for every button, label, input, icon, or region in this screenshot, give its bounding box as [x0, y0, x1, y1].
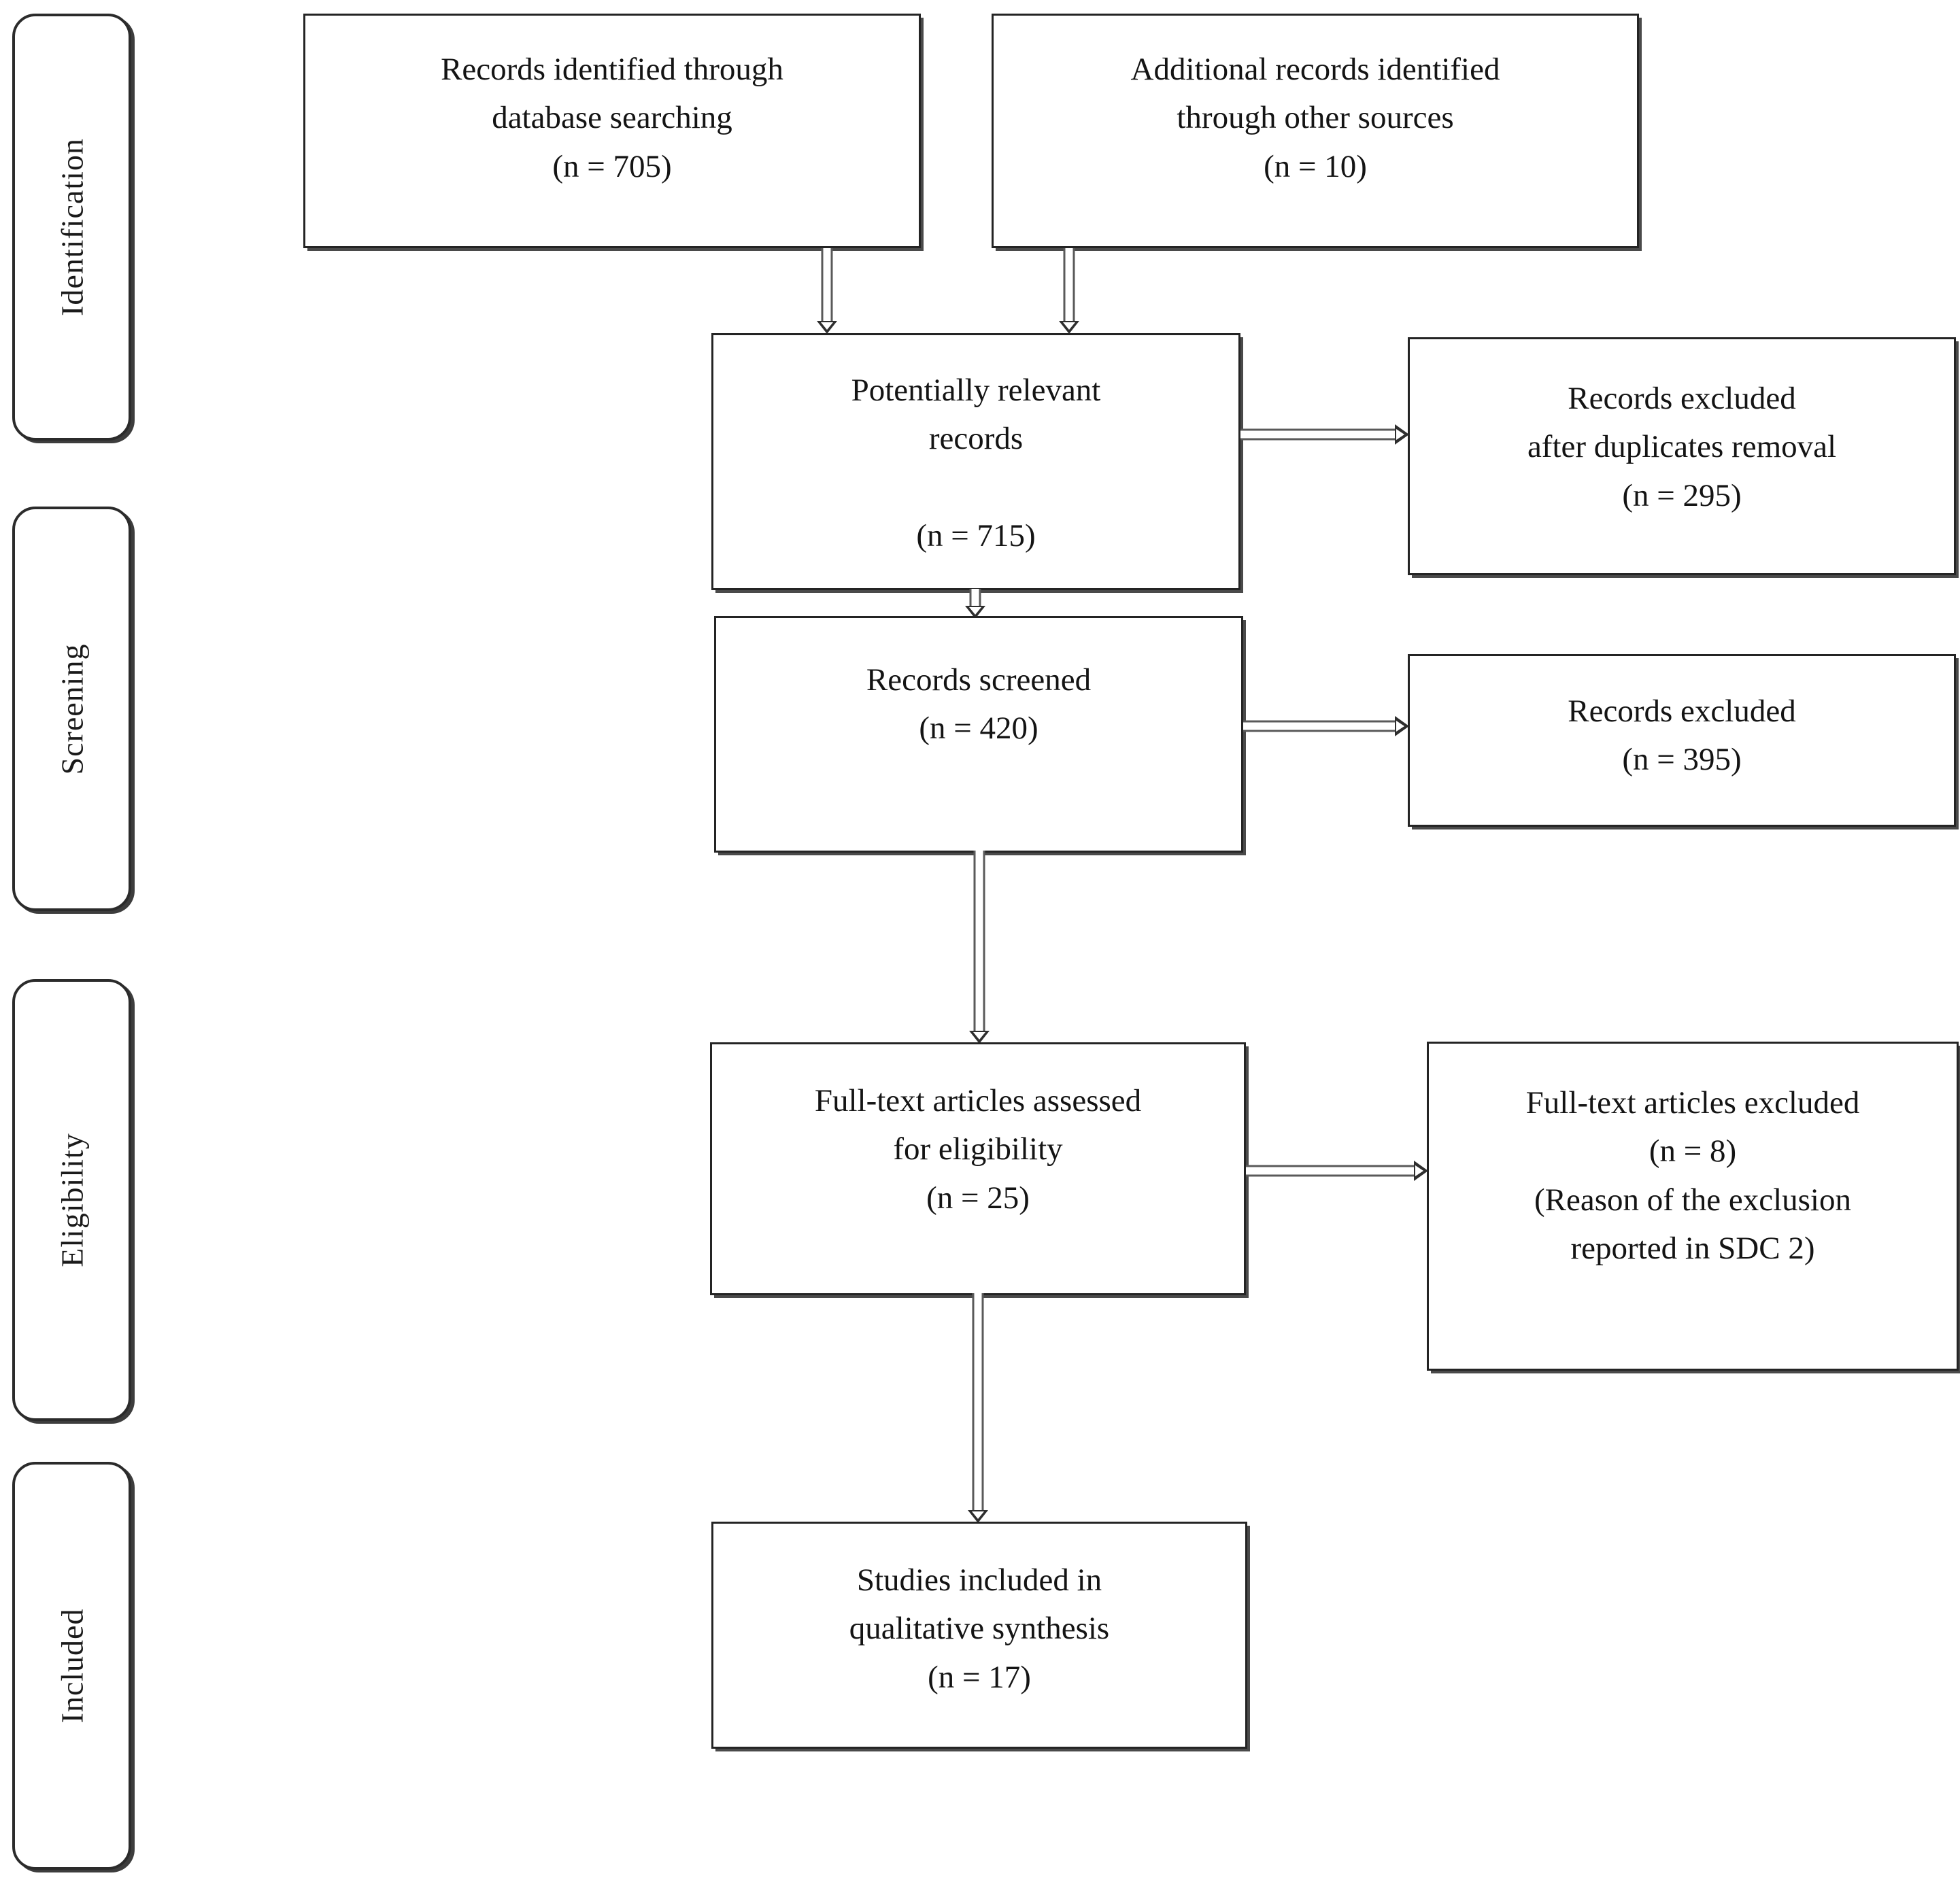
node-records-screened-text: Records screened (n = 420) — [716, 656, 1241, 753]
connector-shaft — [1240, 428, 1396, 441]
node-line: (n = 17) — [928, 1659, 1031, 1695]
connector-shaft — [972, 1293, 984, 1511]
arrowhead-inner — [1063, 322, 1075, 330]
connector-screened-to-excluded — [1243, 715, 1409, 738]
node-records-excluded: Records excluded (n = 395) — [1408, 654, 1956, 827]
node-line: after duplicates removal — [1527, 429, 1837, 465]
node-line: through other sources — [1177, 100, 1454, 136]
arrowhead-inner — [1396, 721, 1404, 732]
arrowhead-inner — [973, 1032, 985, 1040]
node-line: (Reason of the exclusion — [1534, 1182, 1851, 1218]
node-studies-included-qualitative-synthesis-text: Studies included in qualitative synthesi… — [713, 1556, 1245, 1702]
node-line: Potentially relevant — [851, 373, 1101, 408]
connector-potentially-relevant-to-duplicates-excluded — [1240, 423, 1409, 446]
node-line: (n = 8) — [1649, 1133, 1737, 1169]
node-line: database searching — [492, 100, 732, 136]
phase-included: Included — [12, 1462, 131, 1870]
node-fulltext-assessed-eligibility-text: Full-text articles assessed for eligibil… — [712, 1077, 1244, 1222]
node-line: Full-text articles assessed — [814, 1083, 1142, 1118]
node-line: Records screened — [866, 662, 1092, 698]
node-fulltext-assessed-eligibility: Full-text articles assessed for eligibil… — [710, 1042, 1246, 1295]
node-fulltext-excluded-text: Full-text articles excluded (n = 8) (Rea… — [1429, 1079, 1957, 1273]
connector-fulltext-to-included — [966, 1293, 990, 1523]
connector-other-to-potentially-relevant — [1057, 248, 1081, 334]
node-line: for eligibility — [893, 1131, 1063, 1167]
connector-shaft — [1243, 720, 1396, 732]
connector-fulltext-to-fulltext-excluded — [1246, 1159, 1428, 1182]
connector-shaft — [821, 248, 833, 322]
arrowhead-inner — [1415, 1165, 1423, 1176]
node-line: Records excluded — [1568, 381, 1796, 416]
node-line: (n = 295) — [1622, 477, 1742, 513]
node-line: (n = 420) — [919, 711, 1038, 747]
node-line: reported in SDC 2) — [1570, 1231, 1815, 1267]
phase-screening-label: Screening — [54, 643, 89, 774]
node-line: (n = 715) — [916, 518, 1036, 554]
node-line: (n = 10) — [1264, 148, 1367, 184]
connector-shaft — [1063, 248, 1075, 322]
node-line: (n = 25) — [926, 1180, 1030, 1216]
node-line: (n = 705) — [552, 148, 672, 184]
node-records-excluded-duplicates: Records excluded after duplicates remova… — [1408, 337, 1956, 575]
arrowhead-inner — [972, 1511, 984, 1519]
node-line: (n = 395) — [1622, 742, 1742, 778]
connector-shaft — [973, 851, 985, 1032]
node-line: records — [928, 421, 1024, 457]
node-records-excluded-text: Records excluded (n = 395) — [1410, 687, 1954, 785]
arrowhead-inner — [1396, 429, 1404, 440]
phase-eligibility-label: Eligibility — [54, 1133, 89, 1267]
arrowhead-inner — [821, 322, 833, 330]
node-records-screened: Records screened (n = 420) — [714, 616, 1243, 853]
connector-shaft — [1246, 1165, 1415, 1177]
node-additional-records-other-sources-text: Additional records identified through ot… — [994, 46, 1637, 191]
phase-screening: Screening — [12, 507, 131, 911]
connector-screened-to-fulltext — [967, 851, 992, 1044]
node-records-identified-database-text: Records identified through database sear… — [305, 46, 919, 191]
node-additional-records-other-sources: Additional records identified through ot… — [992, 14, 1639, 248]
node-records-identified-database: Records identified through database sear… — [303, 14, 921, 248]
phase-identification: Identification — [12, 14, 131, 441]
phase-identification-label: Identification — [54, 138, 89, 316]
connector-shaft — [969, 589, 981, 607]
node-fulltext-excluded: Full-text articles excluded (n = 8) (Rea… — [1427, 1042, 1959, 1371]
node-line: qualitative synthesis — [849, 1611, 1110, 1647]
node-line: Studies included in — [856, 1562, 1102, 1598]
node-records-excluded-duplicates-text: Records excluded after duplicates remova… — [1410, 375, 1954, 520]
node-potentially-relevant-records: Potentially relevant records (n = 715) — [711, 333, 1240, 590]
arrowhead-inner — [969, 607, 981, 615]
node-line: Full-text articles excluded — [1525, 1085, 1860, 1120]
node-line: Additional records identified — [1130, 52, 1500, 87]
node-line: Records excluded — [1568, 694, 1796, 729]
connector-potentially-relevant-to-screened — [963, 589, 987, 619]
node-line: Records identified through — [441, 52, 783, 87]
node-studies-included-qualitative-synthesis: Studies included in qualitative synthesi… — [711, 1522, 1247, 1749]
phase-included-label: Included — [54, 1608, 89, 1724]
connector-db-to-potentially-relevant — [815, 248, 839, 334]
phase-eligibility: Eligibility — [12, 979, 131, 1421]
node-potentially-relevant-records-text: Potentially relevant records (n = 715) — [713, 366, 1238, 561]
